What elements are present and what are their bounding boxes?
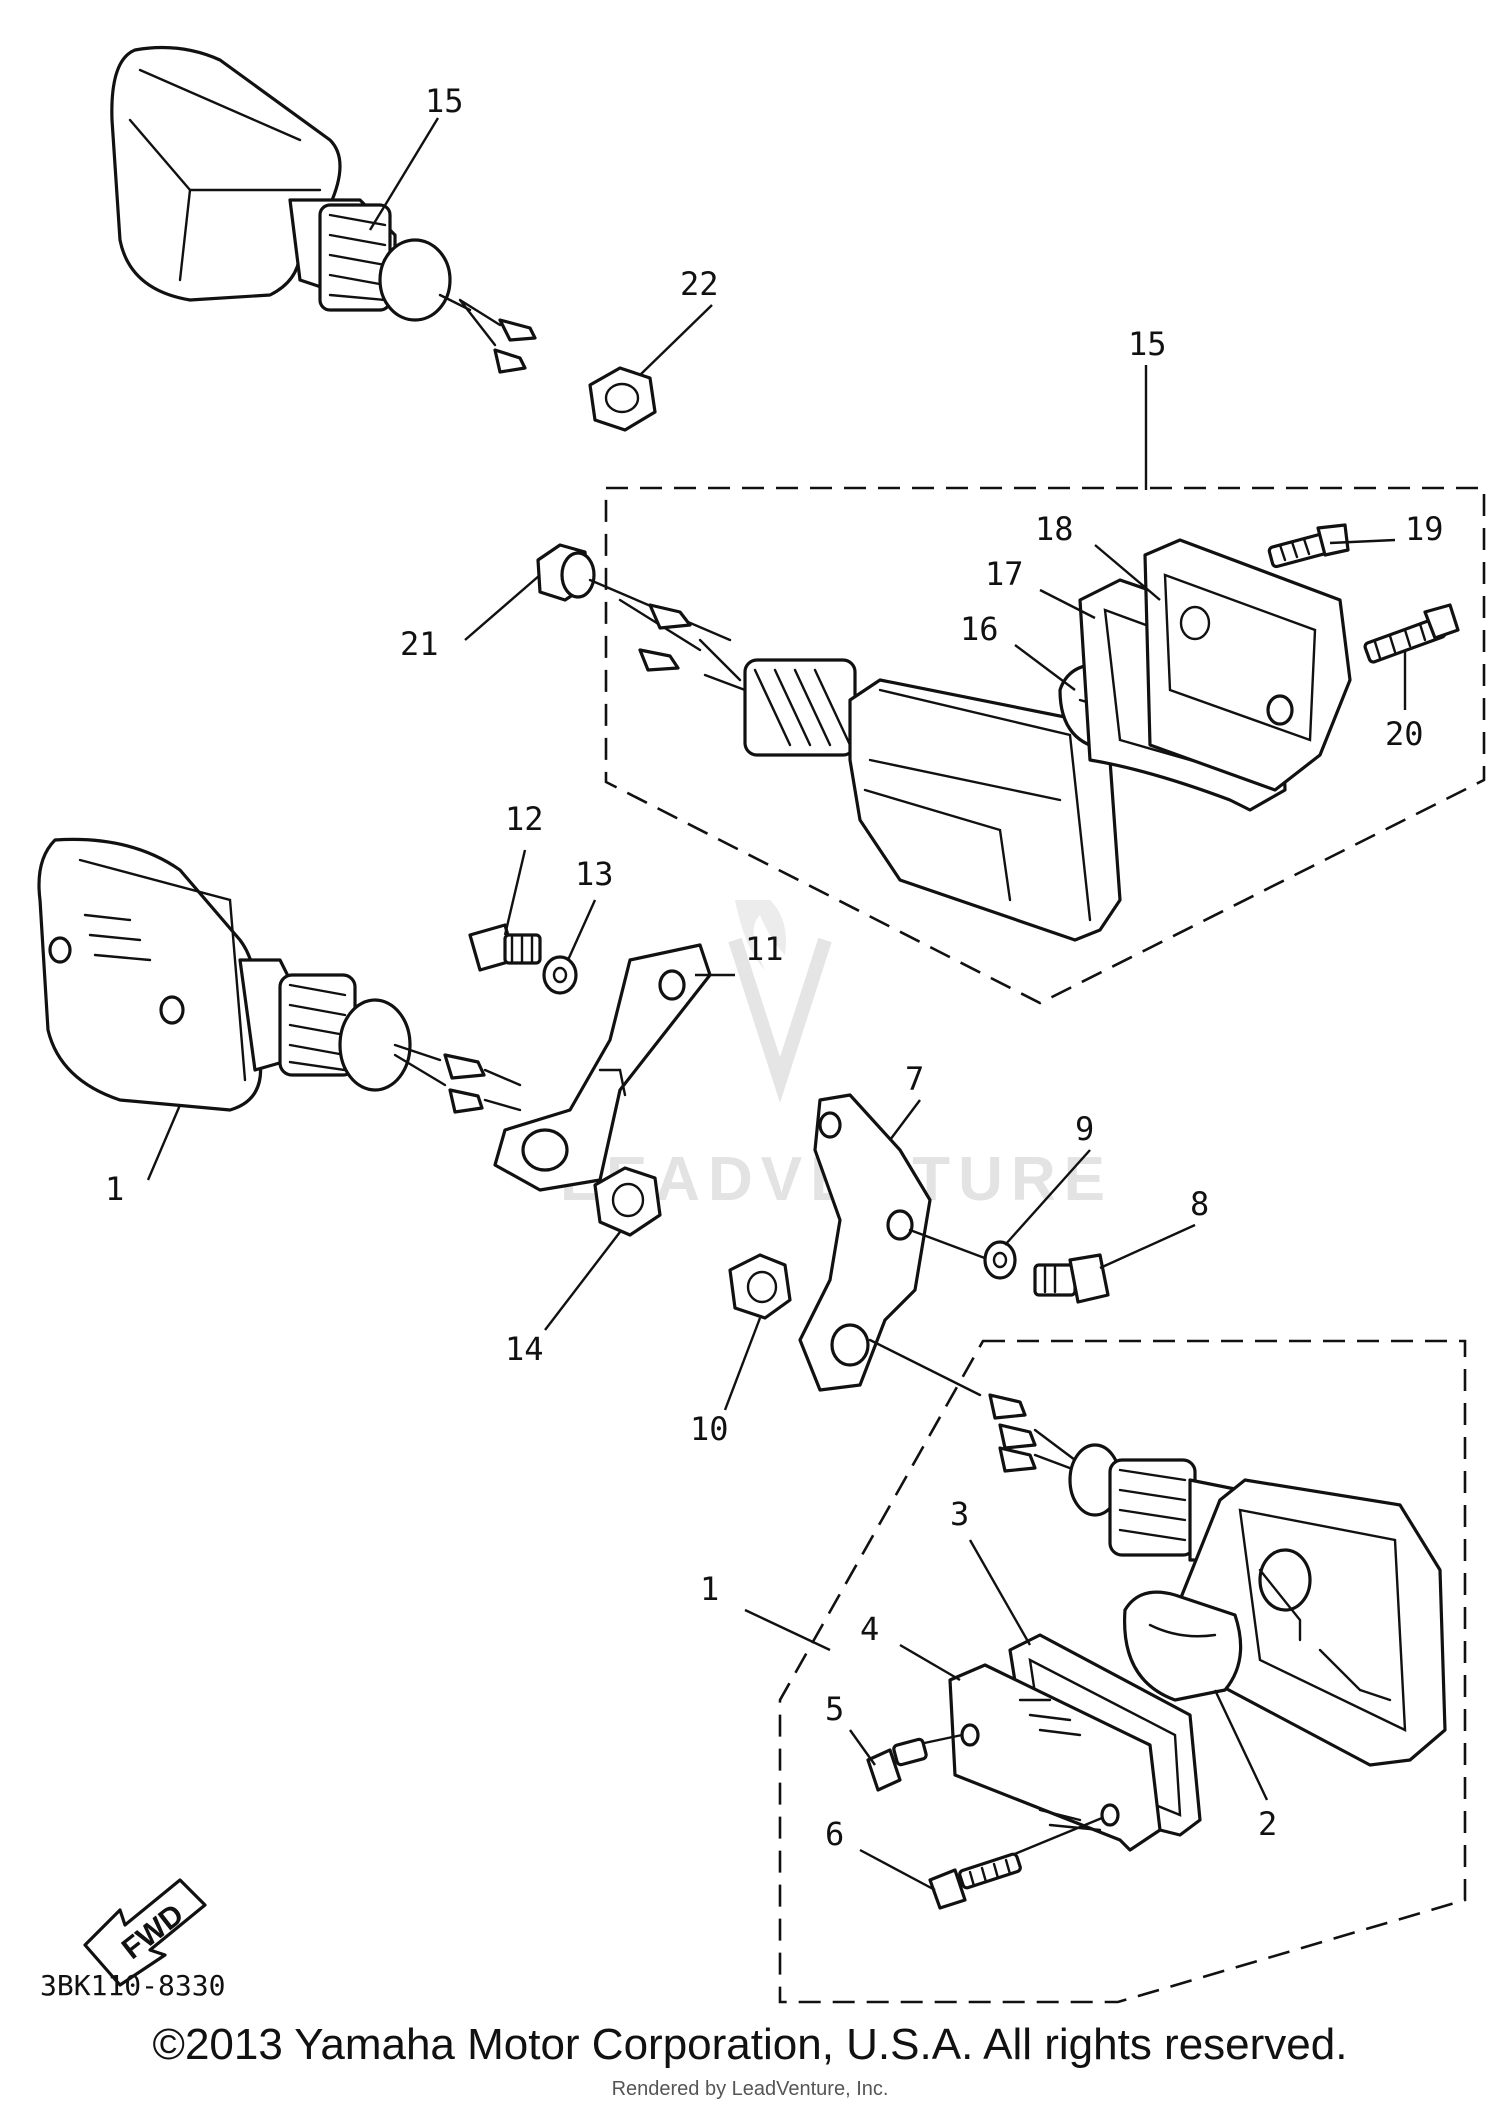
bolt-12 [468,923,542,972]
bracket-11 [493,943,712,1192]
screw-19 [1267,523,1350,569]
callout-10: 10 [690,1410,729,1448]
assembly-box-1 [778,1339,1467,2004]
callout-9: 9 [1075,1110,1094,1148]
callout-1-left: 1 [105,1170,124,1208]
callout-20: 20 [1385,715,1424,753]
leader-lines [146,117,1407,1892]
callout-15-top: 15 [425,82,464,120]
callout-15-assembly: 15 [1128,325,1167,363]
callout-4: 4 [860,1610,879,1648]
turn-signal-assembly-15 [536,523,1460,942]
callout-17: 17 [985,555,1024,593]
callout-6: 6 [825,1815,844,1853]
callout-16: 16 [960,610,999,648]
screw-20 [1363,603,1460,664]
turn-signal-top-left [110,45,537,374]
nut-14 [593,1166,662,1237]
callout-14: 14 [505,1330,544,1368]
callout-1-assembly: 1 [700,1570,719,1608]
callout-18: 18 [1035,510,1074,548]
callout-2: 2 [1258,1805,1277,1843]
screw-5 [866,1737,928,1792]
washer-13 [542,955,578,995]
nut-10 [728,1253,792,1320]
callout-22: 22 [680,265,719,303]
callout-8: 8 [1190,1185,1209,1223]
callout-labels: 15 22 15 18 19 17 16 21 20 12 13 11 7 9 … [105,82,1444,1853]
diagram-code: 3BK110-8330 [40,1969,225,2002]
nut-22 [588,366,657,432]
callout-13: 13 [575,855,614,893]
bolt-8 [1033,1253,1110,1304]
callout-21: 21 [400,625,439,663]
callout-5: 5 [825,1690,844,1728]
assembly-box-15 [604,486,1486,1005]
callout-7: 7 [905,1060,924,1098]
turn-signal-left-1 [37,837,522,1114]
callout-12: 12 [505,800,544,838]
callout-3: 3 [950,1495,969,1533]
screw-6 [928,1852,1022,1910]
turn-signal-assembly-1 [913,1393,1447,1862]
render-credit: Rendered by LeadVenture, Inc. [611,2078,889,2100]
washer-9 [983,1240,1017,1280]
bracket-7 [798,1093,992,1397]
callout-11: 11 [745,930,784,968]
copyright-notice: ©2013 Yamaha Motor Corporation, U.S.A. A… [152,2020,1348,2069]
callout-19: 19 [1405,510,1444,548]
